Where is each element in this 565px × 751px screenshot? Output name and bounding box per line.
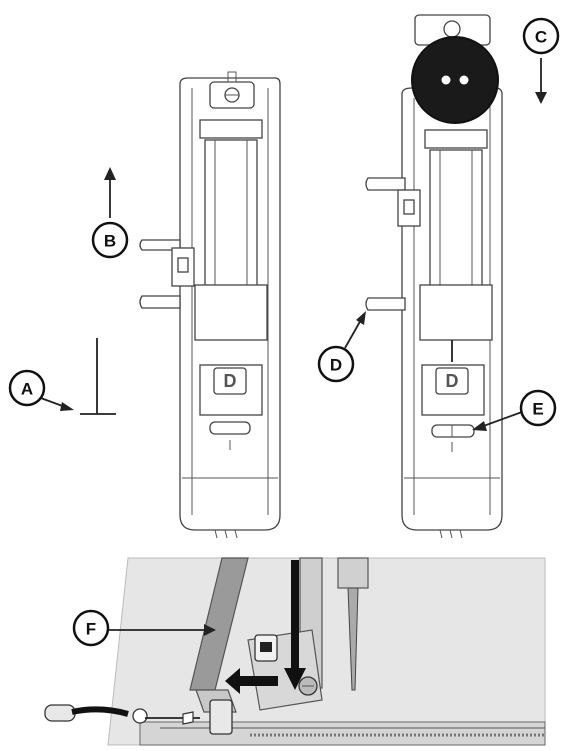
callout-f-label: F [86,620,96,639]
left-foot-letter: D [224,371,237,391]
callout-f: F [72,609,110,647]
callout-b-label: B [104,232,116,251]
callout-c: C [522,17,560,55]
callout-e-label: E [532,400,543,419]
indicator-a-mark [80,338,116,415]
callout-a: A [8,369,46,407]
leader-d [344,317,363,349]
callout-c-label: C [535,28,547,47]
callout-e: E [519,389,557,427]
button-disc [411,36,499,124]
callout-d: D [317,345,355,383]
left-presser-foot: D [139,71,281,539]
callout-b: B [91,221,129,259]
needle-area-panel [44,557,546,746]
right-presser-foot: D [365,14,503,539]
right-foot-letter: D [446,371,459,391]
leader-e [477,411,523,429]
callout-a-label: A [21,380,33,399]
callout-d-label: D [330,356,342,375]
